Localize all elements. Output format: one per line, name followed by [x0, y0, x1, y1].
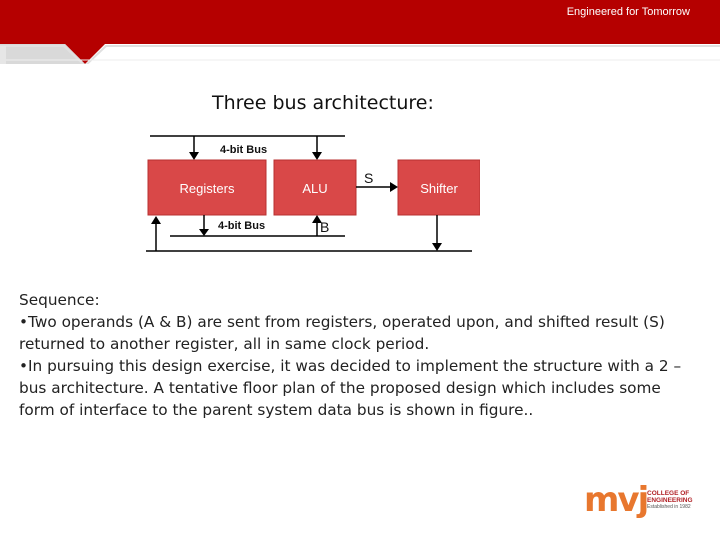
college-logo: mvj COLLEGE OF ENGINEERING Established i… — [584, 480, 704, 526]
sequence-heading: Sequence: — [19, 291, 100, 309]
top-bus-label: 4-bit Bus — [220, 144, 267, 156]
logo-line-2: ENGINEERING — [647, 497, 693, 504]
registers-label: Registers — [180, 181, 235, 196]
logo-mark: mvj — [584, 480, 649, 520]
alu-block — [273, 159, 357, 216]
three-bus-diagram: 4-bit Bus 4-bit Bus Registers ALU Shifte… — [146, 135, 480, 252]
alu-label: ALU — [302, 181, 327, 196]
bullet-design: •In pursuing this design exercise, it wa… — [19, 357, 682, 419]
signal-s-label: S — [364, 170, 373, 186]
bottom-bus-label: 4-bit Bus — [218, 220, 265, 232]
shifter-block — [397, 159, 480, 216]
slide-title: Three bus architecture: — [212, 92, 434, 114]
signal-b-label: B — [320, 219, 329, 235]
bullet-sequence: •Two operands (A & B) are sent from regi… — [19, 313, 665, 353]
registers-block — [147, 159, 267, 216]
logo-line-3: Established in 1982 — [647, 504, 691, 510]
header-tagline: Engineered for Tomorrow — [566, 6, 690, 18]
header-band — [0, 0, 720, 64]
logo-text: COLLEGE OF ENGINEERING Established in 19… — [647, 490, 693, 511]
shifter-label: Shifter — [420, 181, 458, 196]
logo-line-1: COLLEGE OF — [647, 490, 690, 497]
body-text: Sequence: •Two operands (A & B) are sent… — [19, 289, 699, 421]
